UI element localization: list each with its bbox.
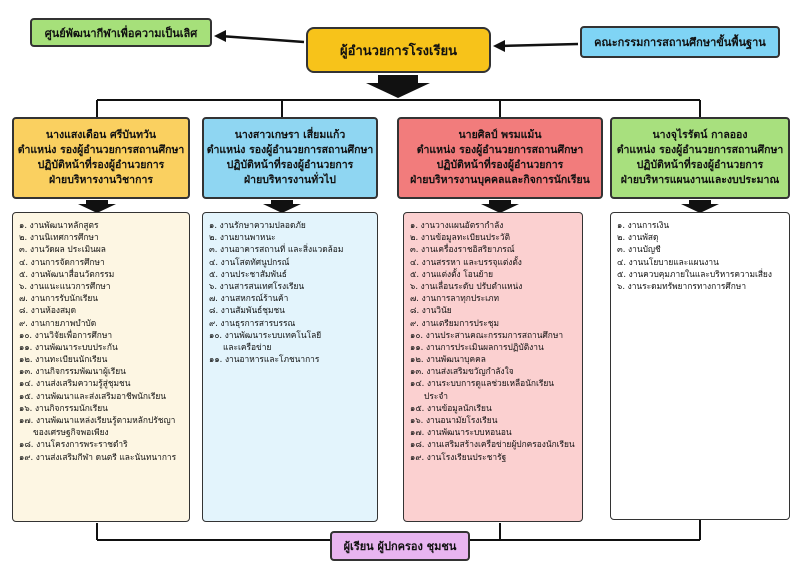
task-item: ๕. งานแต่งตั้ง โอนย้าย	[410, 268, 494, 279]
head-department: ฝ่ายบริหารงานบุคคลและกิจการนักเรียน	[410, 174, 590, 187]
head-general: นางสาวเกษรา เสี่ยมแก้ว ตำแหน่ง รองผู้อำน…	[202, 117, 378, 199]
head-name: นายศิลป์ พรมแม้น	[458, 128, 542, 141]
task-item: ๑๘. งานเสริมสร้างเครือข่ายผู้ปกครองนักเร…	[410, 439, 575, 450]
task-item: ๑. งานการเงิน	[617, 220, 670, 230]
task-item: ๗. งานสหกรณ์ร้านค้า	[209, 293, 289, 304]
task-item: ๑๐. งานวิจัยเพื่อการศึกษา	[19, 329, 113, 340]
task-item: ๖. งานแนะแนวการศึกษา	[19, 280, 111, 291]
director-label: ผู้อำนวยการโรงเรียน	[340, 43, 457, 59]
task-item: ๑๘. งานโครงการพระราชดำริ	[19, 439, 128, 450]
task-item: ๖. งานเลื่อนระดับ ปรับตำแหน่ง	[410, 280, 523, 291]
school-board-box: คณะกรรมการสถานศึกษาขั้นพื้นฐาน	[580, 26, 780, 58]
task-item: ๑๙. งานส่งเสริมกีฬา ดนตรี และนันทนาการ	[19, 451, 177, 462]
task-list: ๑. งานพัฒนาหลักสูตร๒. งานนิเทศการศึกษา๓.…	[19, 219, 176, 463]
task-item: ๔. งานนโยบายและแผนงาน	[617, 256, 719, 267]
task-list: ๑. งานวางแผนอัตรากำลัง๒. งานข้อมูลทะเบีย…	[410, 219, 575, 463]
task-item: ๘. งานห้องสมุด	[19, 305, 77, 316]
task-item: ๔. งานการจัดการศึกษา	[19, 256, 105, 267]
head-position: ตำแหน่ง รองผู้อำนวยการสถานศึกษา	[616, 143, 784, 156]
task-item: ๓. งานเครื่องราชอิสริยาภรณ์	[410, 244, 515, 255]
task-item: ๑๔. งานส่งเสริมความรู้สู่ชุมชน	[19, 378, 131, 389]
task-item: ๔. งานสรรหา และบรรจุแต่งตั้ง	[410, 256, 522, 267]
director-box: ผู้อำนวยการโรงเรียน	[306, 27, 491, 73]
task-item: และเครือข่าย	[223, 341, 272, 352]
bottom-label: ผู้เรียน ผู้ปกครอง ชุมชน	[343, 540, 457, 553]
head-duty: ปฏิบัติหน้าที่รองผู้อำนวยการ	[37, 159, 165, 171]
head-personnel: นายศิลป์ พรมแม้น ตำแหน่ง รองผู้อำนวยการส…	[397, 117, 603, 199]
list-personnel: ๑. งานวางแผนอัตรากำลัง๒. งานข้อมูลทะเบีย…	[403, 212, 583, 522]
head-department: ฝ่ายบริหารงานวิชาการ	[49, 174, 153, 187]
task-item: ๗. งานการรับนักเรียน	[19, 293, 99, 304]
head-position: ตำแหน่ง รองผู้อำนวยการสถานศึกษา	[206, 143, 374, 156]
task-item: ๑๔. งานระบบการดูแลช่วยเหลือนักเรียน	[410, 378, 554, 389]
task-item: ๑. งานวางแผนอัตรากำลัง	[410, 220, 504, 230]
task-item: ๑๐. งานพัฒนาระบบเทคโนโลยี	[209, 329, 322, 340]
task-item: ๓. งานบัญชี	[617, 244, 661, 255]
task-item: ๒. งานข้อมูลทะเบียนประวัติ	[410, 232, 511, 243]
head-budget: นางจุไรรัตน์ กาลออง ตำแหน่ง รองผู้อำนวยก…	[610, 117, 790, 199]
head-duty: ปฏิบัติหน้าที่รองผู้อำนวยการ	[436, 159, 564, 171]
task-item: ๑๒. งานทะเบียนนักเรียน	[19, 354, 108, 365]
list-general: ๑. งานรักษาความปลอดภัย๒. งานยานพาหนะ๓. ง…	[202, 212, 378, 522]
task-list: ๑. งานการเงิน๒. งานพัสดุ๓. งานบัญชี๔. งา…	[617, 219, 772, 292]
task-item: ประจำ	[424, 390, 448, 401]
task-item: ๕. งานประชาสัมพันธ์	[209, 268, 287, 279]
task-item: ๑๖. งานอนามัยโรงเรียน	[410, 415, 498, 425]
task-item: ๕. งานพัฒนาสื่อนวัตกรรม	[19, 268, 115, 279]
excellence-sports-center-box: ศูนย์พัฒนากีฬาเพื่อความเป็นเลิศ	[30, 18, 212, 47]
task-item: ๑๗. งานพัฒนาระบบหอนอน	[410, 427, 512, 438]
task-item: ๑๙. งานโรงเรียนประชารัฐ	[410, 451, 507, 462]
task-list: ๑. งานรักษาความปลอดภัย๒. งานยานพาหนะ๓. ง…	[209, 219, 343, 365]
task-item: ๑๐. งานประสานคณะกรรมการสถานศึกษา	[410, 329, 564, 340]
head-department: ฝ่ายบริหารงานทั่วไป	[244, 174, 336, 187]
head-duty: ปฏิบัติหน้าที่รองผู้อำนวยการ	[226, 159, 354, 171]
task-item: ๙. งานธุรการสารบรรณ	[209, 317, 296, 328]
head-position: ตำแหน่ง รองผู้อำนวยการสถานศึกษา	[416, 143, 584, 156]
head-name: นางจุไรรัตน์ กาลออง	[652, 128, 748, 141]
task-item: ๒. งานยานพาหนะ	[209, 232, 276, 243]
task-item: ๔. งานโสตทัศนูปกรณ์	[209, 256, 290, 267]
task-item: ๕. งานควบคุมภายในและบริหารความเสี่ยง	[617, 268, 772, 279]
task-item: ๑๕. งานข้อมูลนักเรียน	[410, 402, 492, 413]
task-item: ๓. งานอาคารสถานที่ และสิ่งแวดล้อม	[209, 244, 344, 255]
head-name: นางแสงเดือน ศรีบันทวัน	[45, 128, 157, 141]
task-item: ๙. งานเตรียมการประชุม	[410, 317, 499, 328]
task-item: ๑๑. งานอาหารและโภชนาการ	[209, 354, 320, 365]
task-item: ๑๑. งานการประเมินผลการปฏิบัติงาน	[410, 341, 544, 352]
task-item: ๖. งานระดมทรัพยากรทางการศึกษา	[617, 280, 747, 291]
stakeholders-box: ผู้เรียน ผู้ปกครอง ชุมชน	[330, 531, 470, 561]
head-position: ตำแหน่ง รองผู้อำนวยการสถานศึกษา	[17, 143, 185, 156]
task-item: ๓. งานวัดผล ประเมินผล	[19, 244, 106, 255]
task-item: ๑๓. งานกิจกรรมพัฒนาผู้เรียน	[19, 366, 126, 377]
task-item: ๑๓. งานส่งเสริมขวัญกำลังใจ	[410, 366, 514, 377]
task-item: ๑๒. งานพัฒนาบุคคล	[410, 354, 486, 365]
task-item: ๘. งานสัมพันธ์ชุมชน	[209, 305, 285, 316]
task-item: ๑๖. งานกิจกรรมนักเรียน	[19, 402, 108, 413]
task-item: ๘. งานวินัย	[410, 305, 452, 316]
task-item: ๑. งานพัฒนาหลักสูตร	[19, 220, 99, 230]
left-box-label: ศูนย์พัฒนากีฬาเพื่อความเป็นเลิศ	[44, 26, 198, 40]
head-department: ฝ่ายบริหารแผนงานและงบประมาณ	[620, 174, 780, 187]
list-academic: ๑. งานพัฒนาหลักสูตร๒. งานนิเทศการศึกษา๓.…	[12, 212, 190, 522]
head-duty: ปฏิบัติหน้าที่รองผู้อำนวยการ	[636, 159, 764, 171]
task-item: ๑๑. งานพัฒนาระบบประกัน	[19, 341, 118, 352]
right-box-label: คณะกรรมการสถานศึกษาขั้นพื้นฐาน	[594, 36, 766, 49]
task-item: ๗. งานการลาทุกประเภท	[410, 293, 500, 304]
task-item: ๖. งานสารสนเทศโรงเรียน	[209, 280, 305, 291]
task-item: ๒. งานพัสดุ	[617, 232, 659, 243]
task-item: ๒. งานนิเทศการศึกษา	[19, 232, 99, 243]
head-academic: นางแสงเดือน ศรีบันทวัน ตำแหน่ง รองผู้อำน…	[12, 117, 190, 199]
task-item: ๙. งานกายภาพบำบัด	[19, 317, 97, 328]
task-item: ๑๗. งานพัฒนาแหล่งเรียนรู้ตามหลักปรัชญา	[19, 415, 176, 425]
list-budget: ๑. งานการเงิน๒. งานพัสดุ๓. งานบัญชี๔. งา…	[610, 212, 790, 520]
head-name: นางสาวเกษรา เสี่ยมแก้ว	[234, 128, 346, 141]
task-item: ๑. งานรักษาความปลอดภัย	[209, 220, 306, 230]
task-item: ๑๕. งานพัฒนาและส่งเสริมอาชีพนักเรียน	[19, 390, 166, 401]
task-item: ของเศรษฐกิจพอเพียง	[33, 427, 109, 438]
